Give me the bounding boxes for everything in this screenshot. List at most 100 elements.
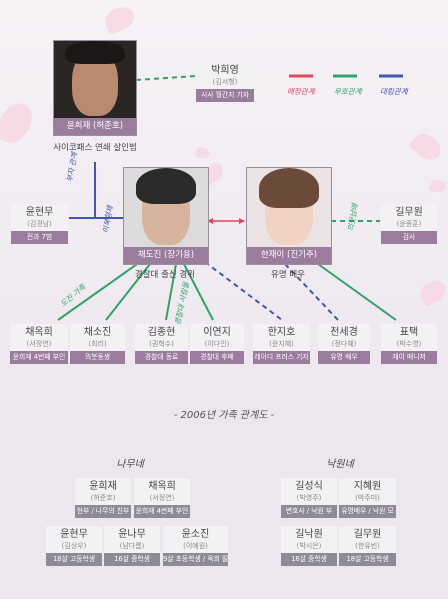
card-tag: 경찰대 동료 <box>135 351 188 364</box>
line-dojin-jiho <box>204 261 283 321</box>
card-actor: (이예원) <box>163 542 228 553</box>
photo-chae-dojin: 채도진 (장기용) <box>123 167 209 265</box>
card-actor: (윤종훈) <box>381 220 437 231</box>
card-actor: (박영주) <box>281 494 337 505</box>
card-lee-yeonji: 이연지 (이다인) 경찰대 후배 <box>190 324 244 364</box>
card-name: 윤현무 <box>11 204 68 220</box>
card-han-jiho: 한지호 (윤지혜) 레이디 프러스 기자 <box>253 324 310 364</box>
card-park-heeyoung: 박희영 (김서형) 시사 월간지 기자 <box>196 62 254 102</box>
relationship-lines <box>57 75 397 321</box>
card-tag: 16살 중학생 <box>281 553 337 566</box>
card-actor: (김경남) <box>11 220 68 231</box>
arrow-right <box>239 218 245 224</box>
fam-left-member-4: 윤나무 (남다름) 16살 중학생 <box>104 526 160 566</box>
line-dojin-sojin <box>105 263 151 321</box>
card-name: 천세경 <box>318 324 370 340</box>
card-name: 표택 <box>381 324 437 340</box>
card-name: 채옥희 <box>10 324 68 340</box>
family-right-title: 낙원네 <box>326 459 354 470</box>
fam-left-member-1: 윤희재 (허준호) 현부 / 나무의 친부 <box>75 478 131 518</box>
line-dojin-yeonji <box>183 263 214 321</box>
card-kil-muwon: 길무원 (윤종훈) 검사 <box>381 204 437 244</box>
card-name: 윤소진 <box>163 526 228 542</box>
card-actor: (윤지혜) <box>253 340 310 351</box>
card-tag: 의붓동생 <box>70 351 125 364</box>
photo-han-jaei: 한재이 (진기주) <box>246 167 332 265</box>
card-tag: 재이 매니저 <box>381 351 437 364</box>
legend-friend: 우호관계 <box>334 87 362 96</box>
card-actor: (김서형) <box>196 78 254 89</box>
legend-rival: 대립관계 <box>380 87 408 96</box>
card-tag: 시사 월간지 기자 <box>196 89 254 102</box>
card-name: 윤현무 <box>46 526 102 542</box>
card-name: 윤희재 <box>75 478 131 494</box>
card-actor: (박주미) <box>339 494 396 505</box>
card-name: 지혜원 <box>339 478 396 494</box>
arrow-left <box>207 218 213 224</box>
card-tag: 18살 고등학생 <box>339 553 396 566</box>
card-actor: (박시은) <box>281 542 337 553</box>
card-tag: 18살 고등학생 <box>46 553 102 566</box>
card-name: 윤나무 <box>104 526 160 542</box>
card-tag: 검사 <box>381 231 437 244</box>
card-tag: 전과 7범 <box>11 231 68 244</box>
card-name: 채소진 <box>70 324 125 340</box>
legend-swatches <box>289 74 403 78</box>
card-name: 이연지 <box>190 324 244 340</box>
role-yoon-heejae: 사이코패스 연쇄 살인범 <box>53 143 137 153</box>
card-actor: (한유빈) <box>339 542 396 553</box>
card-pyo-taek: 표택 (박수영) 재이 매니저 <box>381 324 437 364</box>
card-actor: (정다혜) <box>318 340 370 351</box>
card-name: 길성식 <box>281 478 337 494</box>
card-tag: 윤희재 4번째 부인 <box>134 505 190 518</box>
fam-right-member-1: 길성식 (박영주) 변호사 / 낙원 부 <box>281 478 337 518</box>
card-tag: 유명 배우 <box>318 351 370 364</box>
fam-left-member-5: 윤소진 (이예원) 9살 초등학생 / 옥희 딸 <box>163 526 228 566</box>
card-name: 박희영 <box>196 62 254 78</box>
caption-han-jaei: 한재이 (진기주) <box>247 247 331 264</box>
card-actor: (이다인) <box>190 340 244 351</box>
card-tag: 레이디 프러스 기자 <box>253 351 310 364</box>
card-chae-sojin: 채소진 (최리) 의붓동생 <box>70 324 125 364</box>
role-han-jaei: 유명 배우 <box>271 270 305 280</box>
role-chae-dojin: 경찰대 출신 경위 <box>134 270 196 280</box>
card-actor: (권혁수) <box>135 340 188 351</box>
card-tag: 변호사 / 낙원 부 <box>281 505 337 518</box>
card-actor: (허준호) <box>75 494 131 505</box>
card-name: 김종현 <box>135 324 188 340</box>
card-cheon-sekyung: 천세경 (정다혜) 유명 배우 <box>318 324 370 364</box>
card-tag: 경찰대 후배 <box>190 351 244 364</box>
family-2006-title: - 2006년 가족 관계도 - <box>173 410 275 421</box>
card-actor: (서정연) <box>134 494 190 505</box>
fam-left-member-3: 윤현무 (김상우) 18살 고등학생 <box>46 526 102 566</box>
card-name: 채옥희 <box>134 478 190 494</box>
card-tag: 현부 / 나무의 친부 <box>75 505 131 518</box>
fam-right-member-4: 길무원 (한유빈) 18살 고등학생 <box>339 526 396 566</box>
card-name: 길낙원 <box>281 526 337 542</box>
card-tag: 9살 초등학생 / 옥희 딸 <box>163 553 228 566</box>
legend-romance: 애정관계 <box>287 87 315 96</box>
card-tag: 16살 중학생 <box>104 553 160 566</box>
card-kim-jonghyun: 김종현 (권혁수) 경찰대 동료 <box>135 324 188 364</box>
card-actor: (서정연) <box>10 340 68 351</box>
card-chae-okhee: 채옥희 (서정연) 윤희재 4번째 부인 <box>10 324 68 364</box>
card-actor: (박수영) <box>381 340 437 351</box>
caption-yoon-heejae: 윤희재 (허준호) <box>54 118 136 135</box>
fam-right-member-2: 지혜원 (박주미) 유명배우 / 낙원 모 <box>339 478 396 518</box>
card-name: 길무원 <box>339 526 396 542</box>
line-jaei-pyotaek <box>317 263 397 321</box>
card-name: 길무원 <box>381 204 437 220</box>
card-yoon-hyunmu: 윤현무 (김경남) 전과 7범 <box>11 204 68 244</box>
photo-yoon-heejae: 윤희재 (허준호) <box>53 40 137 136</box>
line-dojin-okhee <box>57 261 141 321</box>
fam-left-member-2: 채옥희 (서정연) 윤희재 4번째 부인 <box>134 478 190 518</box>
caption-chae-dojin: 채도진 (장기용) <box>124 247 208 264</box>
card-actor: (남다름) <box>104 542 160 553</box>
family-left-title: 나무네 <box>116 459 144 470</box>
line-dojin-jonghyun <box>165 263 177 321</box>
card-actor: (최리) <box>70 340 125 351</box>
line-yoon-park <box>135 75 197 81</box>
line-jaei-sekyung <box>284 263 339 321</box>
fam-right-member-3: 길낙원 (박시은) 16살 중학생 <box>281 526 337 566</box>
